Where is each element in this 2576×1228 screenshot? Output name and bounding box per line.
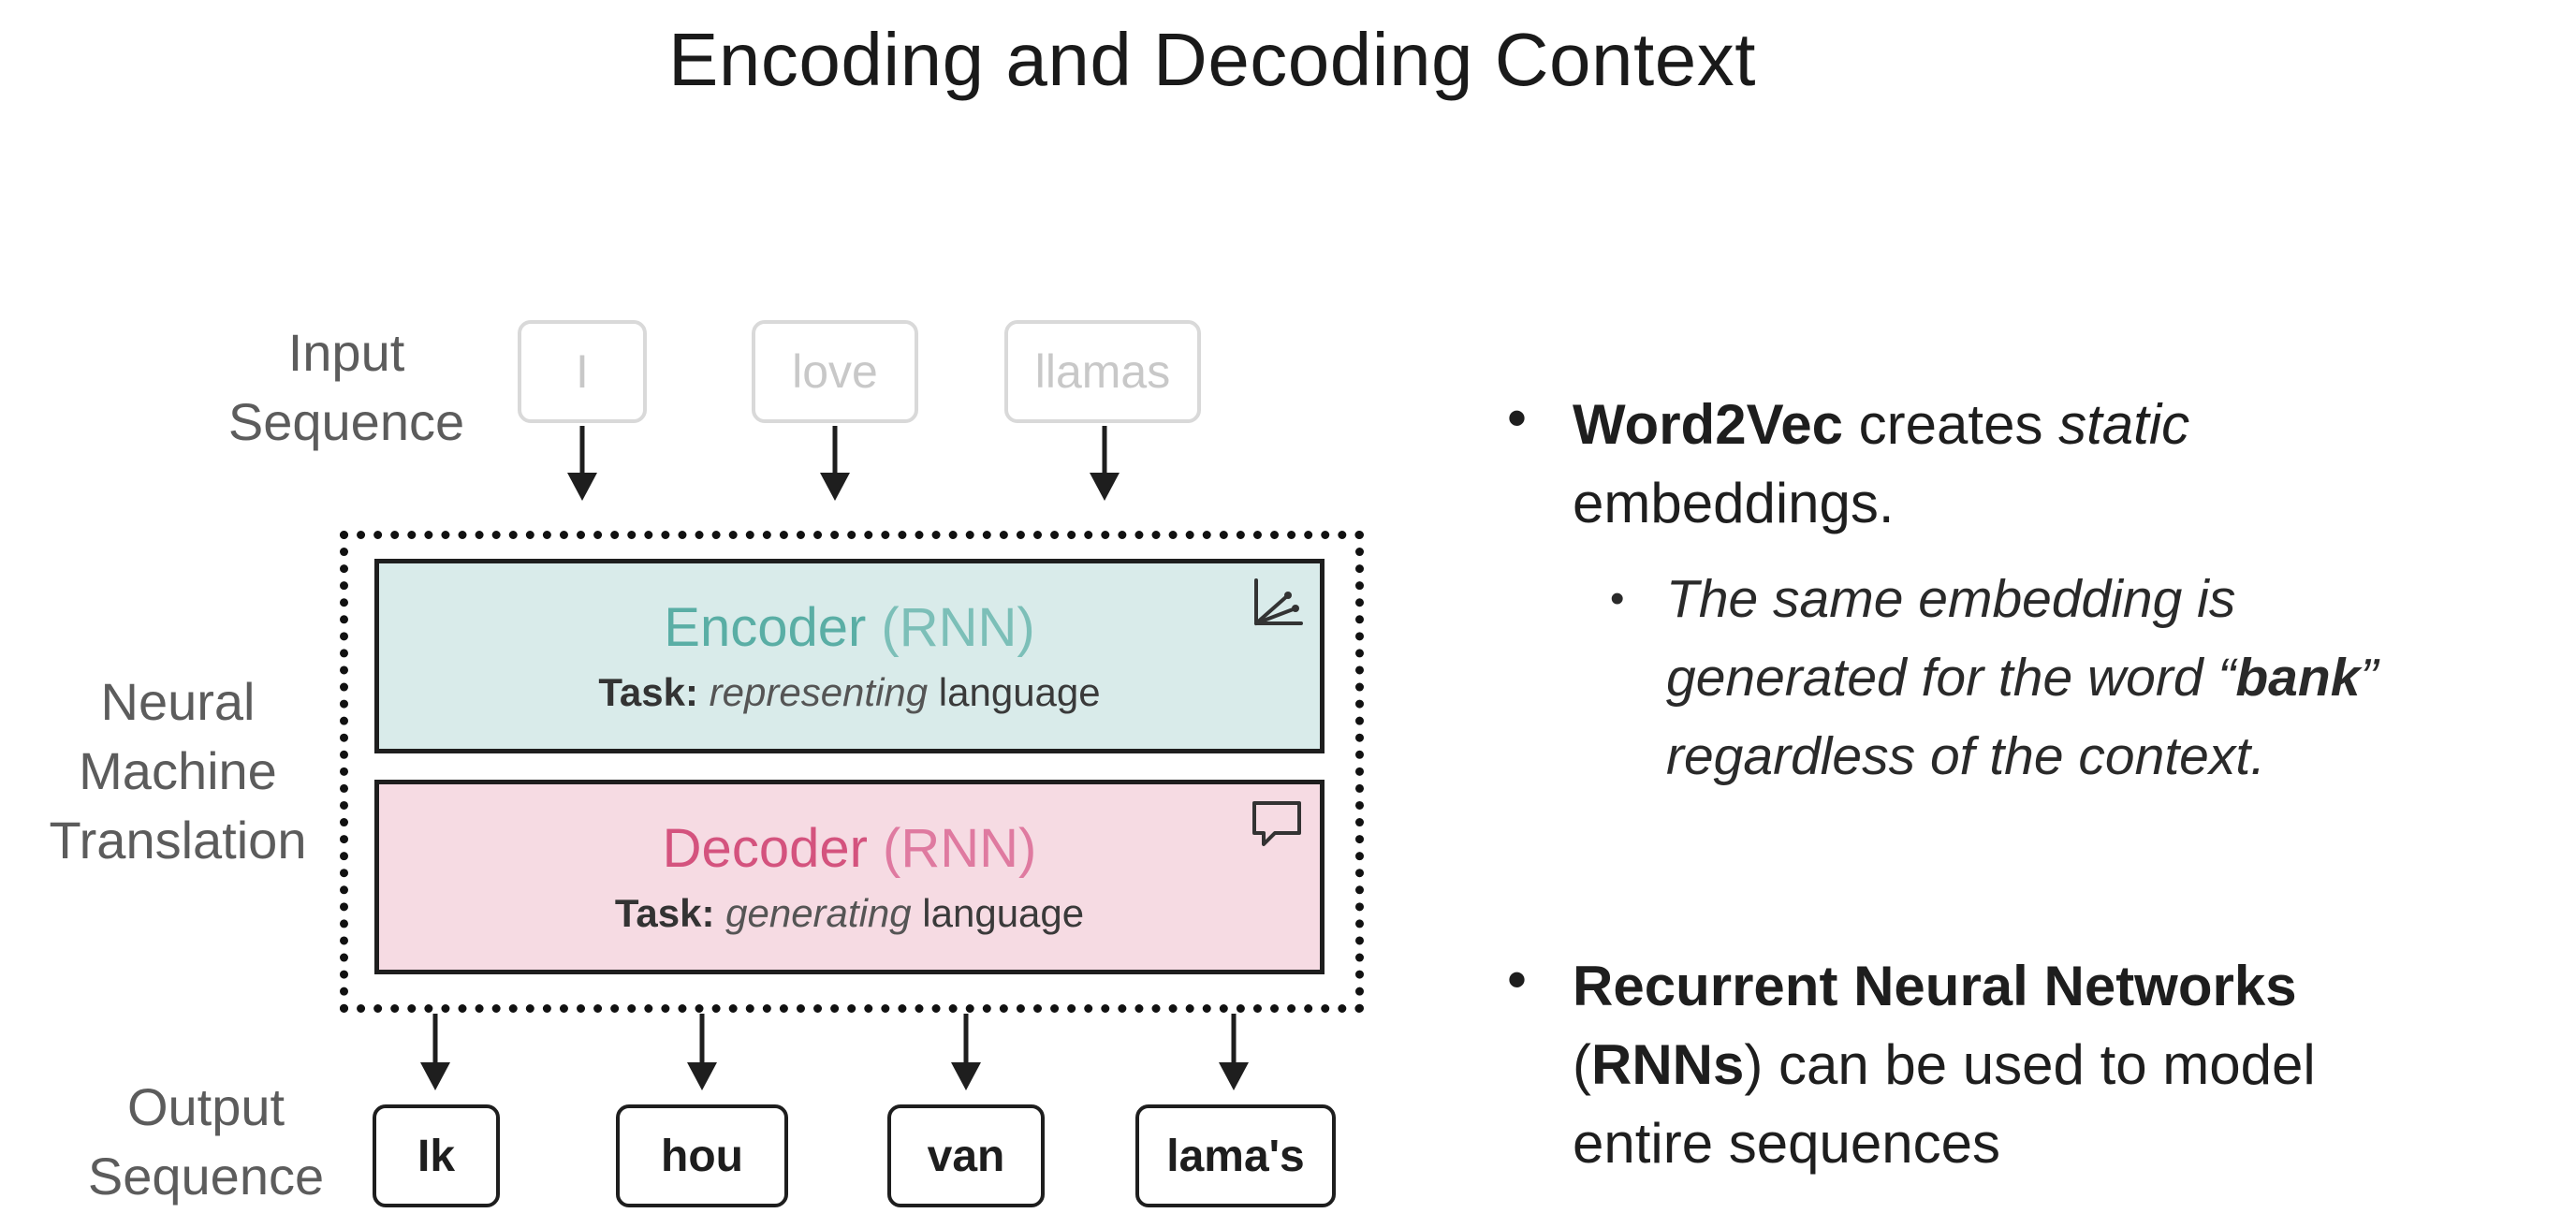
sub-bullet-bank: • The same embedding is generated for th…	[1610, 560, 2574, 796]
bullet-rnn: • Recurrent Neural Networks (RNNs) can b…	[1507, 948, 2316, 1175]
input-token: I	[518, 320, 647, 423]
decoder-task: Task: generating language	[614, 891, 1085, 935]
vector-axes-icon	[1254, 578, 1303, 625]
input-sequence-label: Input Sequence	[227, 323, 465, 451]
decoder-title: Decoder (RNN)	[662, 818, 1037, 879]
output-token: van	[887, 1104, 1045, 1207]
encoder-task: Task: representing language	[598, 670, 1101, 714]
sub-bullet-dot: •	[1610, 576, 1625, 621]
input-token: llamas	[1004, 320, 1201, 423]
encoder-block: Encoder (RNN) Task: representing languag…	[374, 559, 1325, 753]
slide-title: Encoding and Decoding Context	[668, 18, 1756, 101]
bullet-dot: •	[1507, 387, 1528, 449]
output-token: Ik	[373, 1104, 500, 1207]
encoder-title: Encoder (RNN)	[664, 597, 1035, 658]
input-token: love	[752, 320, 918, 423]
nmt-label: Neural Machine Translation	[49, 672, 307, 870]
nmt-frame	[340, 531, 1364, 1013]
output-token: lama's	[1135, 1104, 1336, 1207]
output-sequence-label: Output Sequence	[87, 1077, 325, 1206]
output-token: hou	[616, 1104, 788, 1207]
bullet-dot: •	[1507, 948, 1528, 1011]
decoder-block: Decoder (RNN) Task: generating language	[374, 780, 1325, 974]
bullet-word2vec: • Word2Vec creates static embeddings.	[1507, 387, 2190, 534]
speech-bubble-icon	[1252, 801, 1301, 846]
